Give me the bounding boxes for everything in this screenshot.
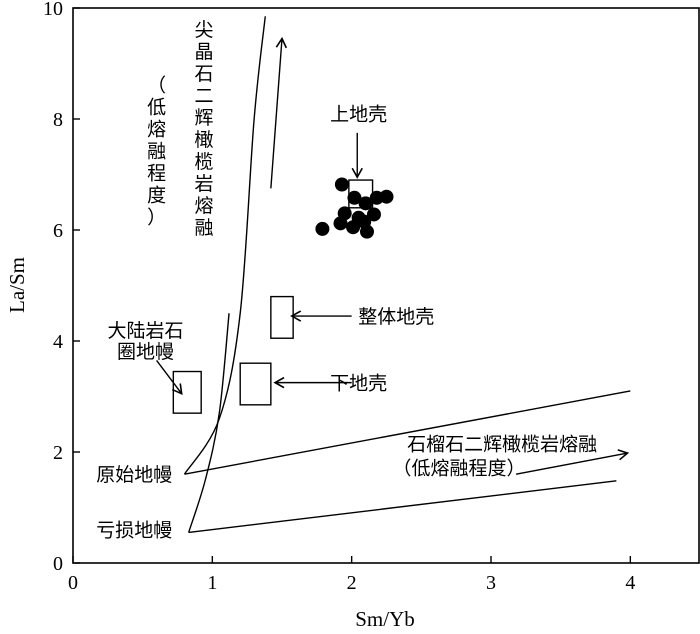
data-point: [359, 224, 374, 239]
y-tick-label: 10: [43, 0, 63, 20]
x-tick-label: 2: [347, 572, 357, 594]
data-point: [379, 189, 394, 204]
y-tick-label: 8: [53, 109, 63, 131]
melting-curve-garnet-melting: [184, 390, 631, 475]
annotation-char: 榄: [194, 151, 213, 173]
annotation-char: 低: [147, 96, 166, 118]
annotation-label: 整体地壳: [358, 306, 434, 328]
annotation-char: 程: [147, 162, 166, 184]
annotation-label: 圈地幔: [117, 341, 174, 363]
annotation-label: （低熔融程度）: [392, 458, 525, 480]
annotation-char: ）: [147, 206, 166, 228]
annotation-char: 二: [194, 85, 213, 107]
annotation-char: 融: [194, 217, 213, 239]
annotation-char: 橄: [194, 129, 213, 151]
y-tick-label: 0: [53, 553, 63, 575]
annotation-label: 原始地幔: [96, 464, 172, 486]
reservoir-box: [239, 362, 272, 406]
x-axis-label: Sm/Yb: [355, 607, 415, 631]
annotation-label: 石榴石二辉橄榄岩熔融: [407, 434, 597, 456]
x-tick-label: 4: [625, 572, 635, 594]
melting-curve-spinel-melting: [183, 16, 266, 475]
y-axis-label: La/Sm: [5, 257, 29, 313]
arrow: [270, 36, 288, 189]
data-point: [315, 221, 330, 236]
melting-curve-garnet-melting-depleted: [188, 480, 617, 534]
data-point: [358, 196, 373, 211]
reservoir-box: [172, 370, 202, 414]
annotation-char: 辉: [194, 107, 213, 129]
x-tick-label: 1: [207, 572, 217, 594]
data-point: [337, 206, 352, 221]
annotation-char: 石: [194, 63, 213, 85]
annotation-char: 岩: [194, 173, 213, 195]
data-point: [347, 190, 362, 205]
y-tick-label: 2: [53, 442, 63, 464]
y-tick-label: 4: [53, 331, 63, 353]
annotation-label: 下地壳: [330, 373, 387, 395]
annotation-char: 融: [147, 140, 166, 162]
y-tick-label: 6: [53, 220, 63, 242]
plot-frame: [72, 7, 700, 564]
annotation-label: 亏损地幔: [96, 520, 172, 542]
x-tick-label: 3: [486, 572, 496, 594]
annotation-char: 尖: [194, 19, 213, 41]
data-point: [366, 207, 381, 222]
reservoir-box: [270, 295, 294, 339]
annotation-char: 熔: [147, 118, 166, 140]
annotation-char: （: [147, 74, 166, 96]
annotation-char: 晶: [194, 41, 213, 63]
annotation-char: 度: [147, 184, 166, 206]
arrow: [515, 449, 630, 475]
annotation-label: 大陆岩石: [107, 320, 183, 342]
x-tick-label: 0: [68, 572, 78, 594]
annotation-char: 熔: [194, 195, 213, 217]
arrow: [156, 360, 183, 396]
melting-curve-spinel-melting-depleted: [187, 313, 230, 533]
annotation-label: 上地壳: [330, 103, 387, 125]
data-point: [334, 177, 349, 192]
